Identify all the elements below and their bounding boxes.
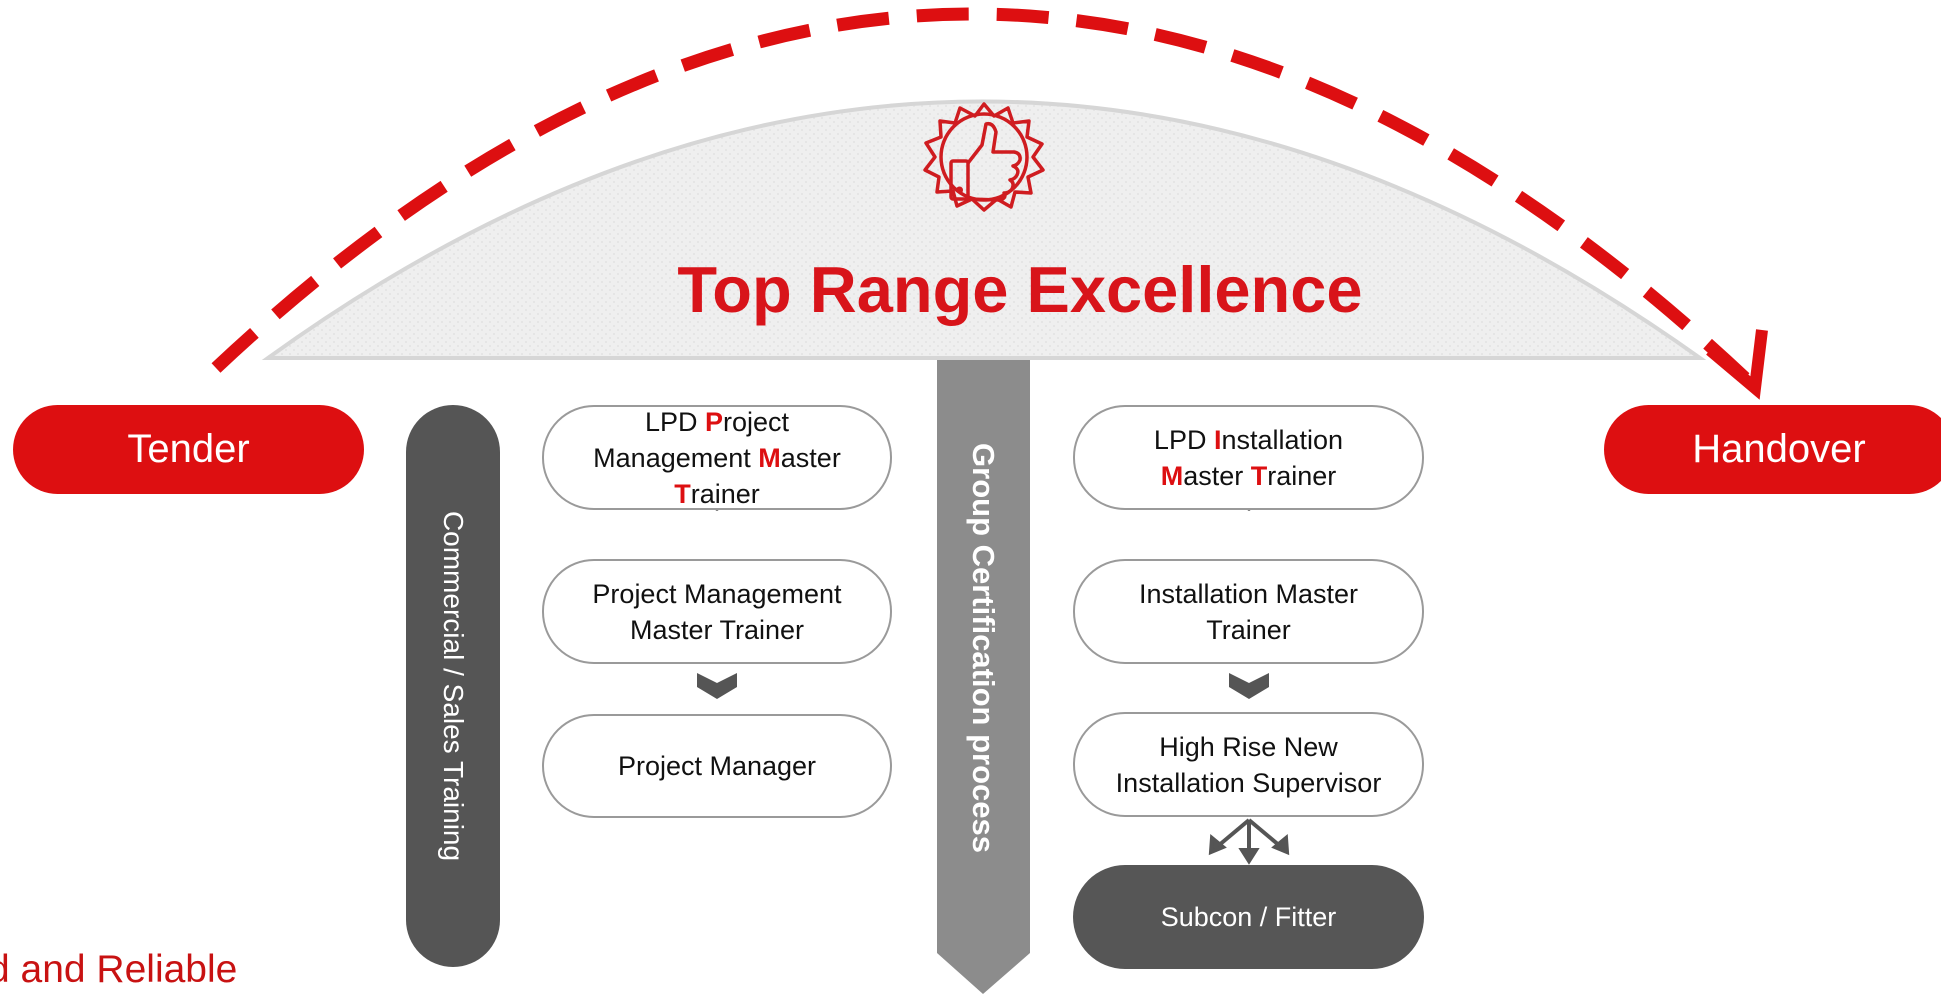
text-line: Project Management <box>592 578 842 609</box>
highlight-letter: T <box>674 478 691 509</box>
commercial-training-label: Commercial / Sales Training <box>438 510 469 862</box>
page-title: Top Range Excellence <box>677 253 1363 326</box>
process-arc-arrowhead <box>1706 329 1768 400</box>
subcon-fitter-box: Subcon / Fitter <box>1073 865 1424 969</box>
group-certification-arrow <box>937 360 1030 994</box>
handover-label: Handover <box>1692 427 1866 471</box>
box-text: Project Management Master Trainer <box>592 576 841 648</box>
highlight-letter: M <box>758 442 781 473</box>
text-line: Master Trainer <box>629 614 805 645</box>
text-part: roject <box>723 406 790 437</box>
lpd-project-management-master-trainer-box: LPD Project Management Master Trainer <box>542 405 892 510</box>
text-part: nstallation <box>1221 424 1344 455</box>
text-line: High Rise New <box>1159 731 1338 762</box>
excellence-dome <box>261 99 1707 360</box>
box-text: Installation Master Trainer <box>1139 576 1358 648</box>
tender-stage: Tender <box>13 405 364 494</box>
text-line: Installation Supervisor <box>1115 767 1382 798</box>
box-text: High Rise New Installation Supervisor <box>1116 729 1382 801</box>
highlight-letter: T <box>1250 460 1268 491</box>
split-arrows-icon <box>1208 818 1290 865</box>
text-part: aster <box>780 442 841 473</box>
text-part: LPD <box>644 406 705 437</box>
text-line: Installation Master <box>1138 578 1359 609</box>
commercial-training-bar <box>406 405 500 967</box>
highlight-letter: I <box>1213 424 1222 455</box>
text-part: Management <box>593 442 759 473</box>
text-part: rainer <box>690 478 760 509</box>
group-certification-label: Group Certification process <box>966 443 1001 853</box>
text-part: rainer <box>1267 460 1337 491</box>
handover-stage: Handover <box>1604 405 1941 494</box>
thumbs-up-badge-icon <box>923 102 1045 212</box>
box-text: Project Manager <box>617 751 817 781</box>
text-part: aster <box>1183 460 1251 491</box>
highlight-letter: P <box>704 406 723 437</box>
box-text: Subcon / Fitter <box>1160 901 1337 932</box>
high-rise-installation-supervisor-box: High Rise New Installation Supervisor <box>1073 712 1424 817</box>
chevron-down-icon <box>1229 673 1269 699</box>
project-manager-box: Project Manager <box>542 714 892 818</box>
footer-tagline: d and Reliable <box>0 948 238 991</box>
text-line: Trainer <box>1206 614 1291 645</box>
highlight-letter: M <box>1160 460 1184 491</box>
installation-master-trainer-box: Installation Master Trainer <box>1073 559 1424 664</box>
lpd-installation-master-trainer-box: LPD Installation Master Trainer <box>1073 405 1424 510</box>
project-management-master-trainer-box: Project Management Master Trainer <box>542 559 892 664</box>
text-part: LPD <box>1153 424 1214 455</box>
box-text: LPD Project Management Master Trainer <box>593 404 841 512</box>
chevron-down-icon <box>697 673 737 699</box>
box-text: LPD Installation Master Trainer <box>1154 422 1343 494</box>
tender-label: Tender <box>127 427 250 471</box>
